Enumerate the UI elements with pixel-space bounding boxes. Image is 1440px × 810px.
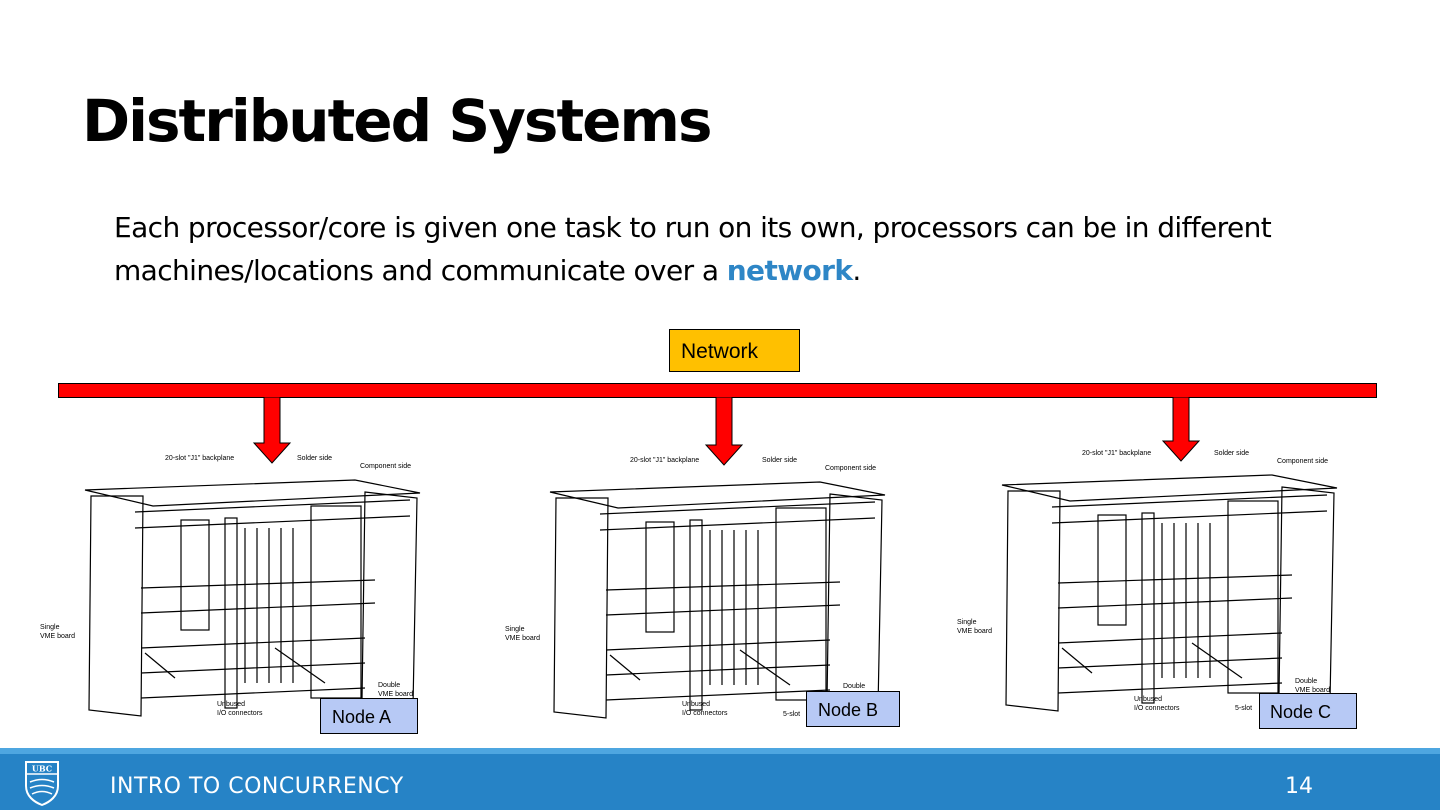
rack-label: 20-slot "J1" backplane xyxy=(165,455,234,462)
rack-label: Component side xyxy=(360,463,411,470)
rack-label: Solder side xyxy=(1214,450,1249,457)
rack-label: Solder side xyxy=(297,455,332,462)
ubc-logo-text: UBC xyxy=(32,764,52,774)
body-text-part2: . xyxy=(852,254,861,287)
arrow-down-icon-a xyxy=(252,397,292,464)
rack-label: Unbused xyxy=(682,701,710,708)
arrow-down-icon-b xyxy=(704,397,744,466)
rack-label: VME board xyxy=(505,635,540,642)
network-label: Network xyxy=(669,329,800,372)
rack-label: VME board xyxy=(957,628,992,635)
network-bus xyxy=(58,383,1377,398)
slide-title: Distributed Systems xyxy=(82,87,712,155)
body-text-part1: Each processor/core is given one task to… xyxy=(114,211,1272,287)
node-label-a: Node A xyxy=(320,698,418,734)
rack-label: 5-slot xyxy=(1235,705,1252,712)
rack-label: 20-slot "J1" backplane xyxy=(1082,450,1151,457)
rack-label: 20-slot "J1" backplane xyxy=(630,457,699,464)
rack-label: Single xyxy=(957,619,977,626)
vme-rack-c: 20-slot "J1" backplane Solder side Compo… xyxy=(957,450,1338,712)
rack-label: VME board xyxy=(40,633,75,640)
slide-body: Each processor/core is given one task to… xyxy=(114,206,1314,292)
course-title: INTRO TO CONCURRENCY xyxy=(110,774,404,799)
rack-label: Unbused xyxy=(1134,696,1162,703)
footer-stripe xyxy=(0,748,1440,754)
rack-label: I/O connectors xyxy=(682,710,728,717)
body-keyword: network xyxy=(726,254,853,287)
rack-label: I/O connectors xyxy=(217,710,263,717)
rack-label: VME board xyxy=(378,691,413,698)
rack-label: Double xyxy=(1295,678,1317,685)
arrow-down-icon-c xyxy=(1161,397,1201,462)
node-label-c: Node C xyxy=(1259,693,1357,729)
vme-rack-b: 20-slot "J1" backplane Solder side Compo… xyxy=(505,457,886,719)
rack-label: Single xyxy=(40,624,60,631)
rack-label: Single xyxy=(505,626,525,633)
rack-label: Double xyxy=(378,682,400,689)
rack-label: I/O connectors xyxy=(1134,705,1180,712)
rack-label: Component side xyxy=(825,465,876,472)
vme-rack-a: 20-slot "J1" backplane Solder side Compo… xyxy=(40,455,421,717)
rack-label: Unbused xyxy=(217,701,245,708)
rack-label: 5-slot xyxy=(783,711,800,718)
rack-label: Double xyxy=(843,683,865,690)
node-label-b: Node B xyxy=(806,691,900,727)
footer-bar: UBC INTRO TO CONCURRENCY 14 xyxy=(0,754,1440,810)
ubc-logo-icon: UBC xyxy=(25,761,59,806)
rack-label: VME board xyxy=(1295,687,1330,694)
rack-label: Solder side xyxy=(762,457,797,464)
rack-label: Component side xyxy=(1277,458,1328,465)
page-number: 14 xyxy=(1285,774,1313,799)
